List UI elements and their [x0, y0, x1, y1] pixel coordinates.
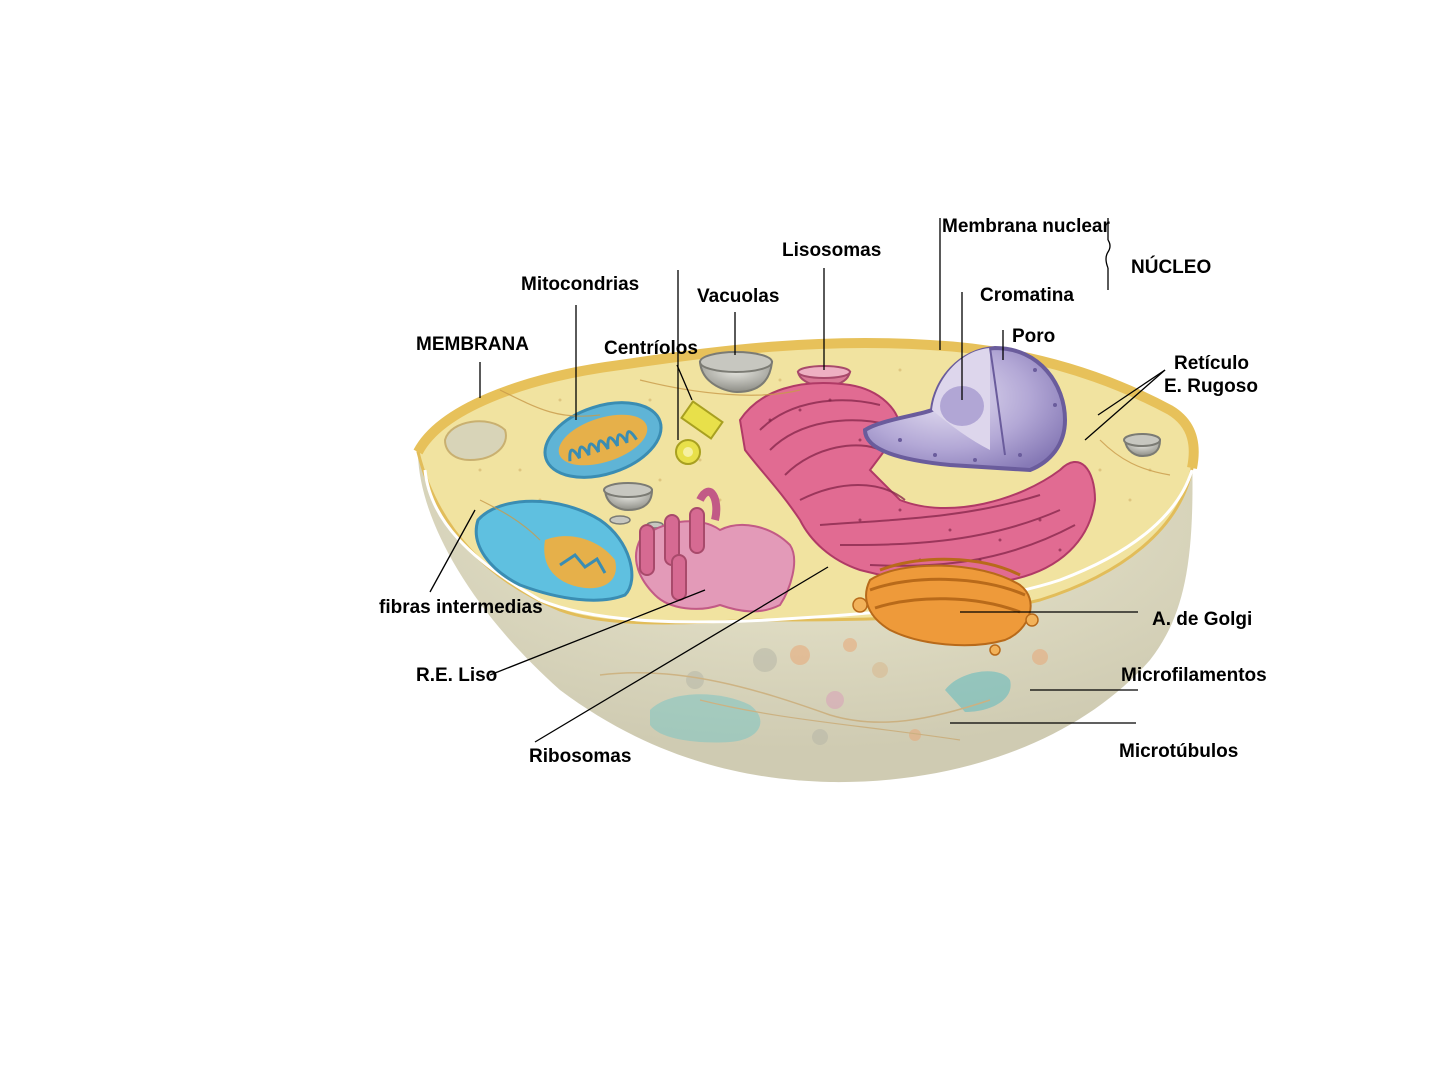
- label-reticulo: Retículo: [1174, 354, 1249, 373]
- label-golgi: A. de Golgi: [1152, 610, 1252, 629]
- label-cromatina: Cromatina: [980, 286, 1074, 305]
- label-lisosomas: Lisosomas: [782, 241, 881, 260]
- label-membrana: MEMBRANA: [416, 335, 529, 354]
- label-ribosomas: Ribosomas: [529, 747, 631, 766]
- label-microfilamentos: Microfilamentos: [1121, 666, 1267, 685]
- label-membrana-nuclear: Membrana nuclear: [942, 217, 1110, 236]
- label-fibras-intermedias: fibras intermedias: [379, 598, 543, 617]
- label-nucleo: NÚCLEO: [1131, 258, 1211, 277]
- label-poro: Poro: [1012, 327, 1055, 346]
- nucleo-brace: [1106, 240, 1110, 268]
- label-centriolos: Centríolos: [604, 339, 698, 358]
- label-microtubulos: Microtúbulos: [1119, 742, 1238, 761]
- label-re-liso: R.E. Liso: [416, 666, 497, 685]
- label-mitocondrias: Mitocondrias: [521, 275, 639, 294]
- label-e-rugoso: E. Rugoso: [1164, 377, 1258, 396]
- label-vacuolas: Vacuolas: [697, 287, 779, 306]
